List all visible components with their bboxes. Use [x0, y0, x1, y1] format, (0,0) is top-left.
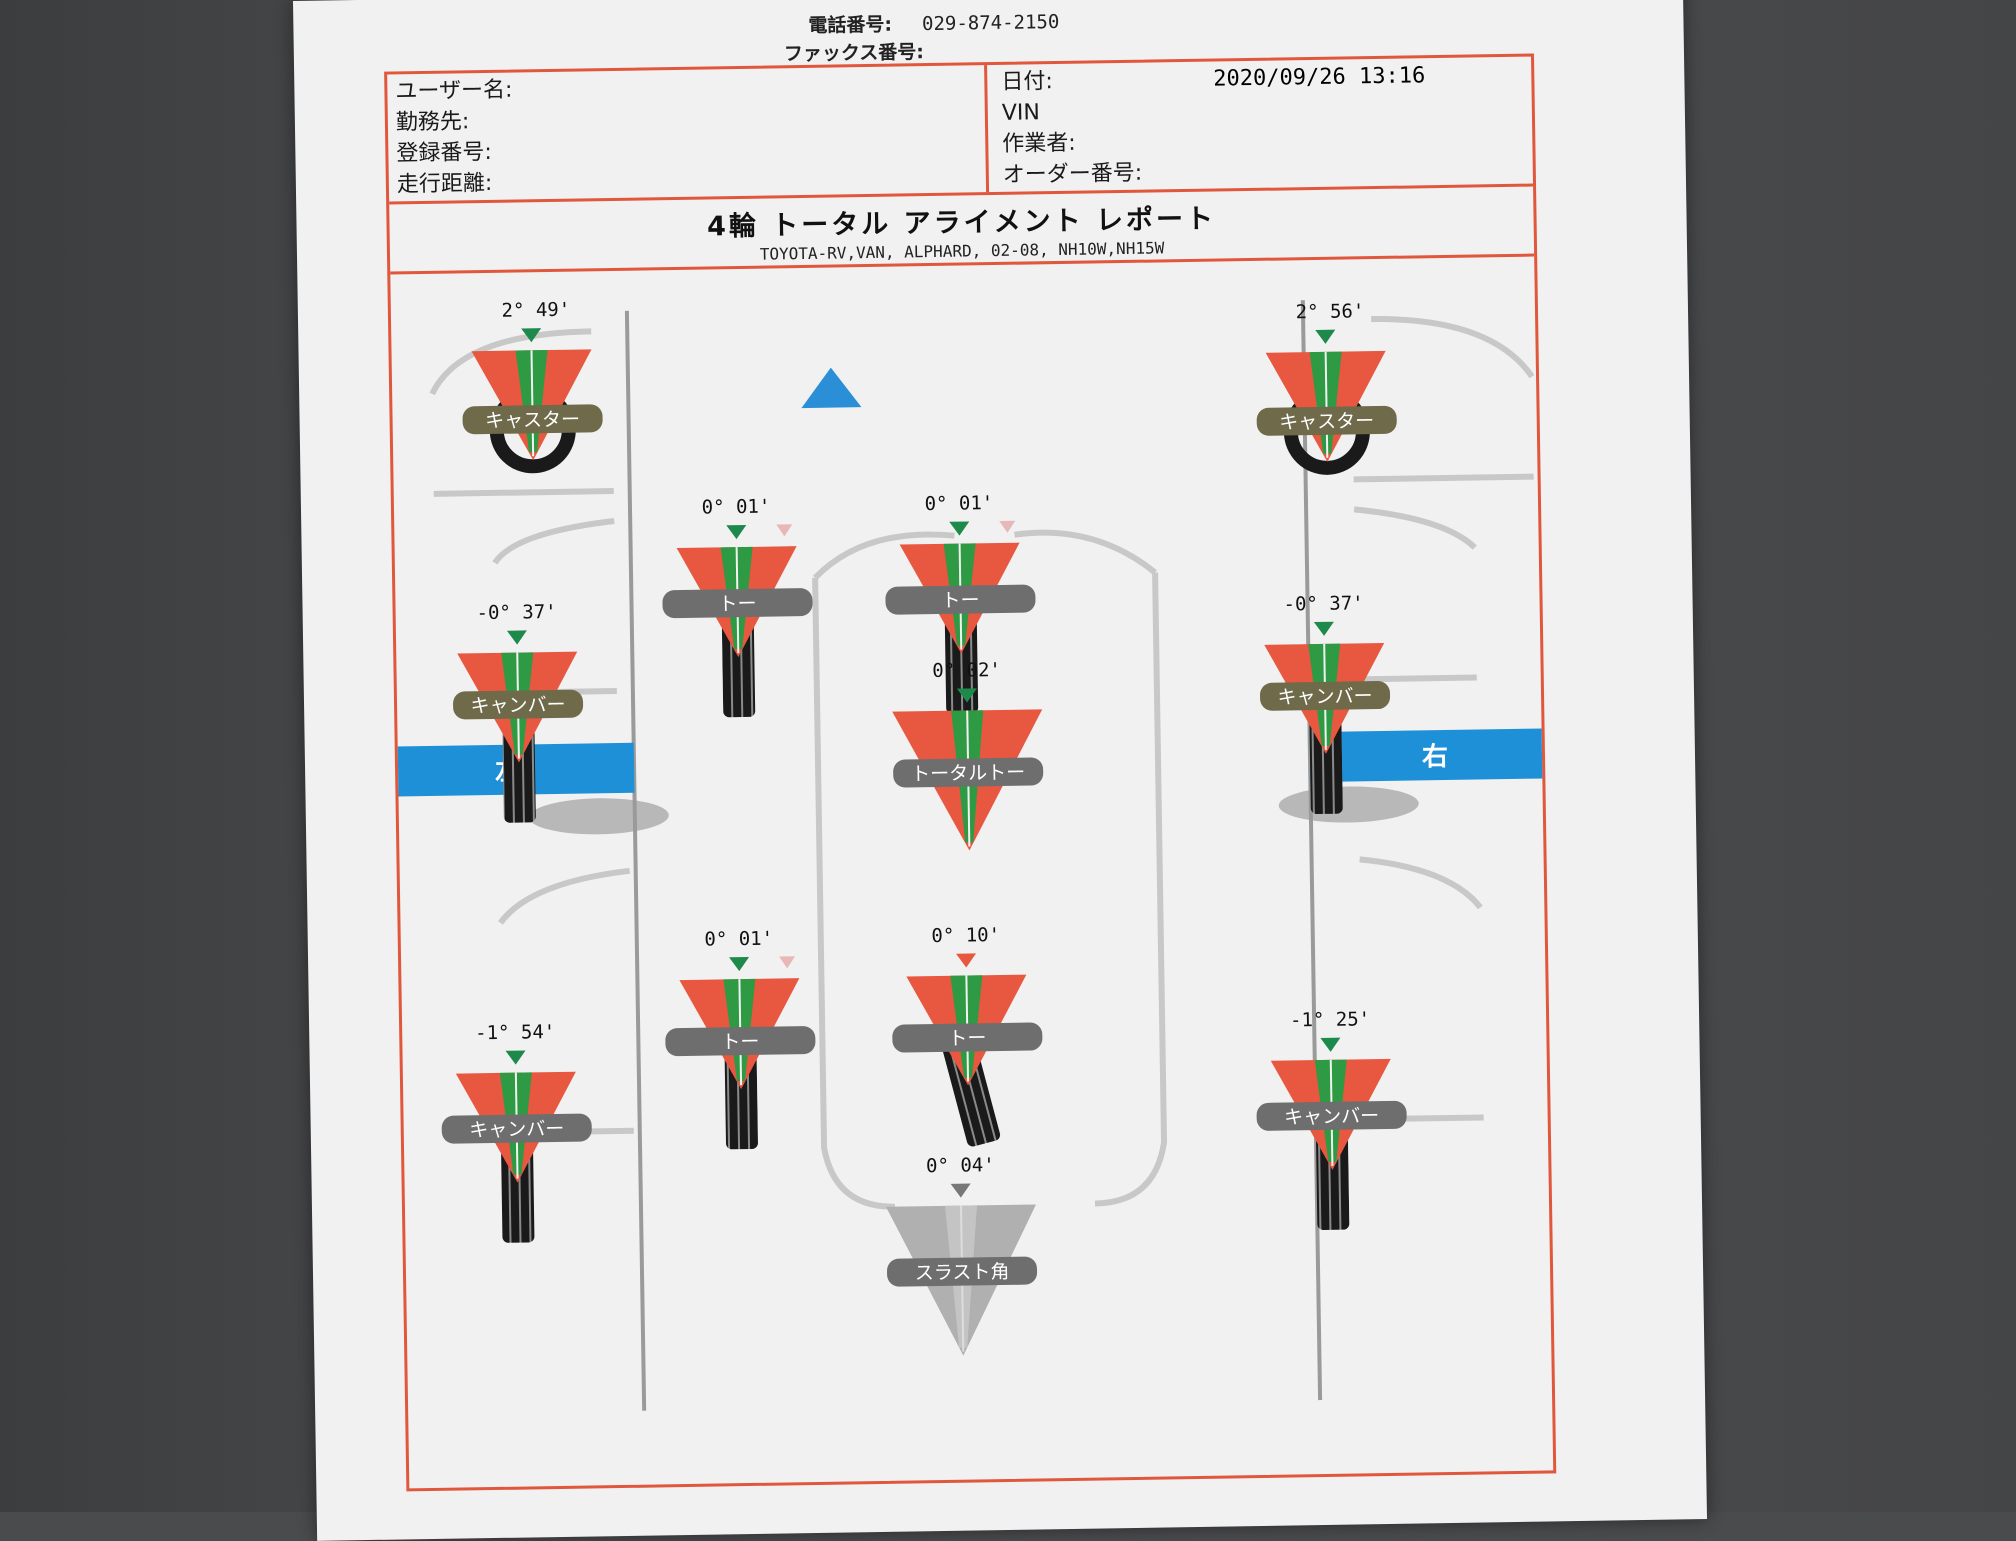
gauge-marker-icon [521, 328, 542, 343]
gauge-value: 0° 02' [932, 659, 1001, 682]
gauge-target-marker-icon [779, 956, 796, 969]
phone-value: 029-874-2150 [921, 10, 1060, 36]
left-rear-camber-gauge: キャンバー -1° 54' [441, 1021, 592, 1243]
phone-line: 電話番号: 029-874-2150 [808, 7, 1059, 38]
gauge-label-pill [462, 404, 603, 435]
customer-info: ユーザー名: 勤務先: 登録番号: 走行距離: 日付: VIN 作業者: オーダ… [387, 56, 1534, 205]
gauge-marker-icon [949, 521, 970, 536]
gauge-marker-icon [956, 953, 977, 968]
gauge-label: キャンバー [470, 694, 565, 717]
gauge-label: トータルトー [911, 762, 1025, 786]
gauge-marker-icon [505, 1050, 526, 1065]
gauge-label-pill [662, 588, 813, 619]
gauge-value: -1° 54' [475, 1021, 555, 1044]
gauge-value: 2° 56' [1296, 300, 1365, 323]
gauge-center-line [530, 350, 535, 457]
gauge-label: キャンバー [1284, 1105, 1379, 1128]
gauge-marker-icon [726, 524, 747, 540]
forward-arrow-icon [801, 367, 862, 409]
gauge-label-pill [453, 689, 584, 720]
gauge-value: -0° 37' [1283, 592, 1363, 615]
gauge-label: トー [948, 1027, 986, 1050]
gauge-label-pill [892, 1022, 1043, 1053]
gauge-center-line [1324, 351, 1329, 458]
phone-label: 電話番号: [808, 13, 893, 37]
right-rear-camber-gauge: キャンバー -1° 25' [1256, 1008, 1407, 1230]
gauge-label: キャスター [485, 409, 580, 432]
gauge-value: 2° 49' [501, 299, 570, 322]
report-frame: ユーザー名: 勤務先: 登録番号: 走行距離: 日付: VIN 作業者: オーダ… [382, 53, 1561, 1492]
gauge-label: キャスター [1279, 410, 1374, 433]
customer-info-left: ユーザー名: 勤務先: 登録番号: 走行距離: [387, 65, 990, 202]
gauge-label-pill [441, 1113, 592, 1144]
left-shadow [528, 798, 669, 835]
date-value: 2020/09/26 13:16 [1213, 63, 1426, 92]
rear-left-toe-gauge: トー 0° 01' [665, 928, 816, 1150]
gauge-value: 0° 01' [704, 928, 773, 951]
vehicle-outline [429, 316, 1535, 1210]
right-side-label: 右 [1422, 742, 1448, 772]
left-divider [624, 310, 647, 1411]
thrust-angle-gauge: スラスト角 0° 04' [886, 1154, 1038, 1356]
gauge-label: トー [718, 593, 756, 616]
gauge-marker-icon [956, 688, 977, 703]
customer-info-right: 日付: VIN 作業者: オーダー番号: 2020/09/26 13:16 [993, 56, 1543, 194]
gauge-target-marker-icon [999, 520, 1016, 533]
gauge-marker-icon [1313, 621, 1334, 636]
gauge-marker-icon [1320, 1037, 1341, 1052]
gauge-label: スラスト角 [915, 1261, 1010, 1284]
gauge-marker-icon [506, 630, 527, 645]
right-divider [1300, 300, 1323, 1401]
rear-right-toe-gauge: トー 0° 10' [892, 924, 1043, 1147]
gauge-target-marker-icon [776, 524, 793, 537]
gauge-marker-icon [950, 1183, 971, 1198]
gauge-label: キャンバー [1277, 685, 1372, 708]
right-side-bar: 右 [1309, 728, 1561, 783]
gauge-label-pill [1260, 681, 1391, 711]
gauge-value: 0° 01' [924, 492, 993, 515]
gauge-label-pill [1256, 405, 1397, 436]
gauge-label-pill [887, 1256, 1038, 1287]
gauge-value: 0° 10' [931, 924, 1000, 947]
gauge-value: -1° 25' [1290, 1008, 1370, 1031]
gauge-label: トー [941, 589, 979, 612]
gauge-label: キャンバー [469, 1118, 564, 1141]
gauge-marker-icon [729, 956, 750, 972]
total-toe-gauge: トータルトー 0° 02' [892, 659, 1044, 851]
right-caster-gauge: キャスター 2° 56' [1256, 300, 1397, 475]
gauge-label-pill [1256, 1100, 1407, 1131]
gauge-label-pill [665, 1026, 816, 1057]
gauge-value: 0° 04' [926, 1154, 995, 1177]
gauge-value: 0° 01' [702, 496, 771, 519]
left-caster-gauge: キャスター 2° 49' [462, 299, 603, 474]
fax-line: ファックス番号: [784, 37, 924, 66]
right-front-camber-gauge: キャンバー -0° 37' [1260, 592, 1391, 815]
front-left-toe-gauge: トー 0° 01' [662, 496, 813, 718]
fax-label: ファックス番号: [783, 41, 925, 66]
gauge-marker-icon [1315, 329, 1336, 344]
right-shadow [1278, 786, 1419, 823]
gauge-label-pill [893, 757, 1044, 788]
front-right-toe-gauge: トー 0° 01' [885, 492, 1036, 714]
gauge-label-pill [885, 584, 1036, 615]
gauge-label: トー [721, 1031, 759, 1054]
alignment-report-sheet: 電話番号: 029-874-2150 ファックス番号: ユーザー名: 勤務先: 登… [292, 0, 1708, 1541]
gauge-value: -0° 37' [476, 601, 556, 624]
left-front-camber-gauge: キャンバー -0° 37' [453, 601, 584, 823]
